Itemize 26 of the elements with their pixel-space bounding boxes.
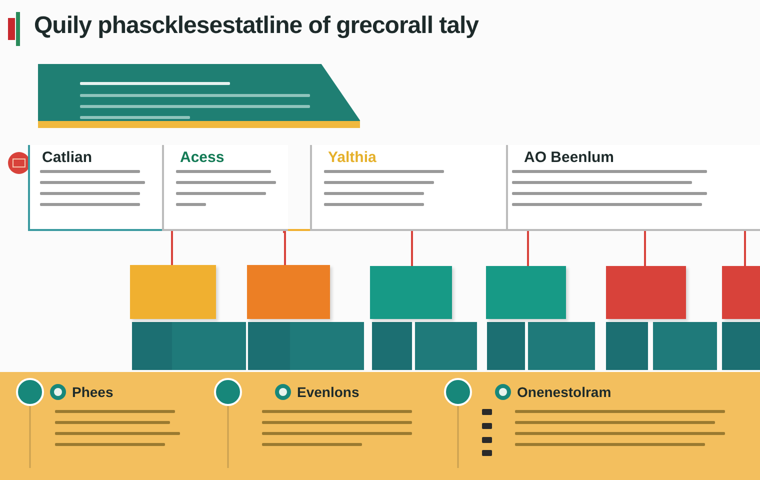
colored-tile [486, 266, 566, 319]
footer-band [0, 372, 760, 480]
section-heading: Evenlons [297, 384, 360, 400]
diagram-title: Quily phascklesestatline of grecorall taly [34, 12, 479, 40]
connector-line [171, 231, 173, 265]
section-heading: Phees [72, 384, 114, 400]
colored-tile [606, 266, 686, 319]
colored-tile [370, 266, 452, 319]
section-heading: Yalthia [328, 149, 376, 166]
info-card [162, 145, 288, 231]
connector-line [527, 231, 529, 266]
section-heading: Onenestolram [517, 384, 612, 400]
connector-line [288, 229, 310, 231]
connector-line [744, 231, 746, 266]
section-heading: AO Beenlum [524, 149, 614, 166]
colored-tile [247, 265, 330, 319]
info-card [310, 145, 506, 231]
connector-line [283, 230, 286, 265]
colored-tile [722, 266, 760, 319]
section-heading: Acess [180, 149, 224, 166]
colored-tile [130, 265, 216, 319]
section-heading: Catlian [42, 149, 92, 166]
connector-line [411, 231, 413, 266]
connector-line [644, 231, 646, 266]
info-card [506, 145, 760, 231]
banner-panel [38, 64, 360, 128]
